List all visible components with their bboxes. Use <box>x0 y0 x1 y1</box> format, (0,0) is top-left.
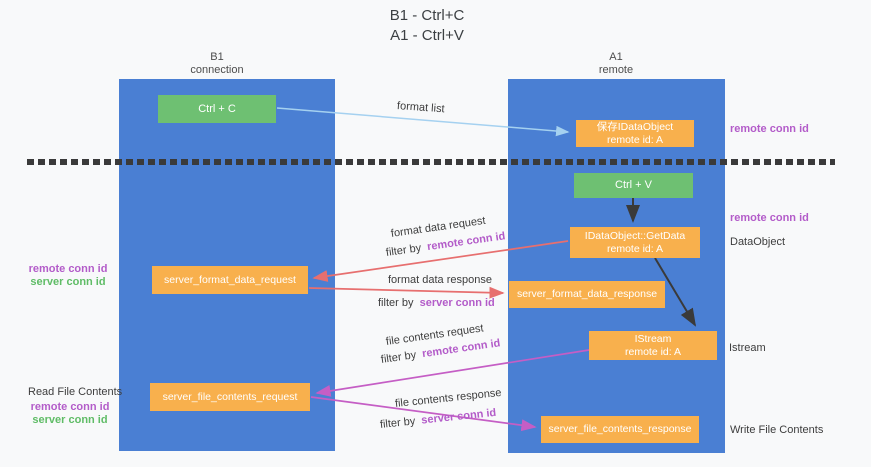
arrow-getdata-to-istream <box>654 257 697 327</box>
arrow-format-list <box>276 107 570 137</box>
server-format-data-response-box: server_format_data_response <box>509 281 665 308</box>
istream-line2: remote id: A <box>624 345 682 358</box>
istream-line1: IStream <box>634 332 672 345</box>
filter-by-text: filter by <box>378 297 417 309</box>
server-conn-id-note: server conn id <box>32 414 108 426</box>
dataobject-note: DataObject <box>730 236 786 248</box>
lifeline-a1-name: A1 <box>609 51 623 63</box>
title-line-2: A1 - Ctrl+V <box>390 27 464 44</box>
write-file-contents-note: Write File Contents <box>730 424 824 436</box>
bottom-left-conn-ids: remote conn id server conn id <box>20 401 120 427</box>
server-conn-id-note: server conn id <box>30 276 106 288</box>
arrow-format-data-request <box>312 240 569 282</box>
lifeline-header-b1: B1 connection <box>117 51 317 77</box>
arrow-file-contents-response <box>310 396 537 432</box>
remote-conn-id-note: remote conn id <box>30 401 110 413</box>
mid-left-conn-ids: remote conn id server conn id <box>18 263 118 289</box>
server-file-contents-response-label: server_file_contents_response <box>548 423 692 435</box>
lifeline-header-a1: A1 remote <box>516 51 716 77</box>
session-separator-dashed-line <box>27 159 835 165</box>
lifeline-a1-role: remote <box>598 64 634 76</box>
lifeline-b1-name: B1 <box>210 51 224 63</box>
ctrl-v-label: Ctrl + V <box>615 179 652 191</box>
getdata-line1: IDataObject::GetData <box>584 229 686 242</box>
server-conn-id-key: server conn id <box>419 297 495 309</box>
save-idataobject-box: 保存IDataObject remote id: A <box>576 120 694 147</box>
arrow-format-data-response <box>308 286 505 299</box>
istream-note: Istream <box>729 342 766 354</box>
remote-conn-id-note-mid: remote conn id <box>730 212 809 224</box>
lifeline-b1-role: connection <box>190 64 244 76</box>
ctrl-v-box: Ctrl + V <box>574 173 693 198</box>
save-idataobject-line1: 保存IDataObject <box>596 120 674 133</box>
server-file-contents-request-box: server_file_contents_request <box>150 383 310 411</box>
server-format-data-request-box: server_format_data_request <box>152 266 308 294</box>
server-format-data-response-label: server_format_data_response <box>516 288 658 300</box>
istream-box: IStream remote id: A <box>589 331 717 360</box>
remote-conn-id-note-top: remote conn id <box>730 123 809 135</box>
remote-conn-id-note: remote conn id <box>28 263 108 275</box>
diagram-title: B1 - Ctrl+C A1 - Ctrl+V <box>227 6 627 46</box>
ctrl-c-label: Ctrl + C <box>198 102 236 115</box>
format-data-response-label: format data response <box>388 274 492 286</box>
idataobject-getdata-box: IDataObject::GetData remote id: A <box>570 227 700 258</box>
format-data-response-filter-label: filter by server conn id <box>378 297 495 309</box>
server-file-contents-request-label: server_file_contents_request <box>162 390 298 403</box>
read-file-contents-note: Read File Contents <box>28 386 123 398</box>
server-file-contents-response-box: server_file_contents_response <box>541 416 699 443</box>
save-idataobject-line2: remote id: A <box>606 133 664 146</box>
arrow-file-contents-request <box>315 349 590 397</box>
server-format-data-request-label: server_format_data_request <box>164 273 296 286</box>
title-line-1: B1 - Ctrl+C <box>389 7 465 24</box>
ctrl-c-box: Ctrl + C <box>158 95 276 123</box>
getdata-line2: remote id: A <box>606 242 664 255</box>
